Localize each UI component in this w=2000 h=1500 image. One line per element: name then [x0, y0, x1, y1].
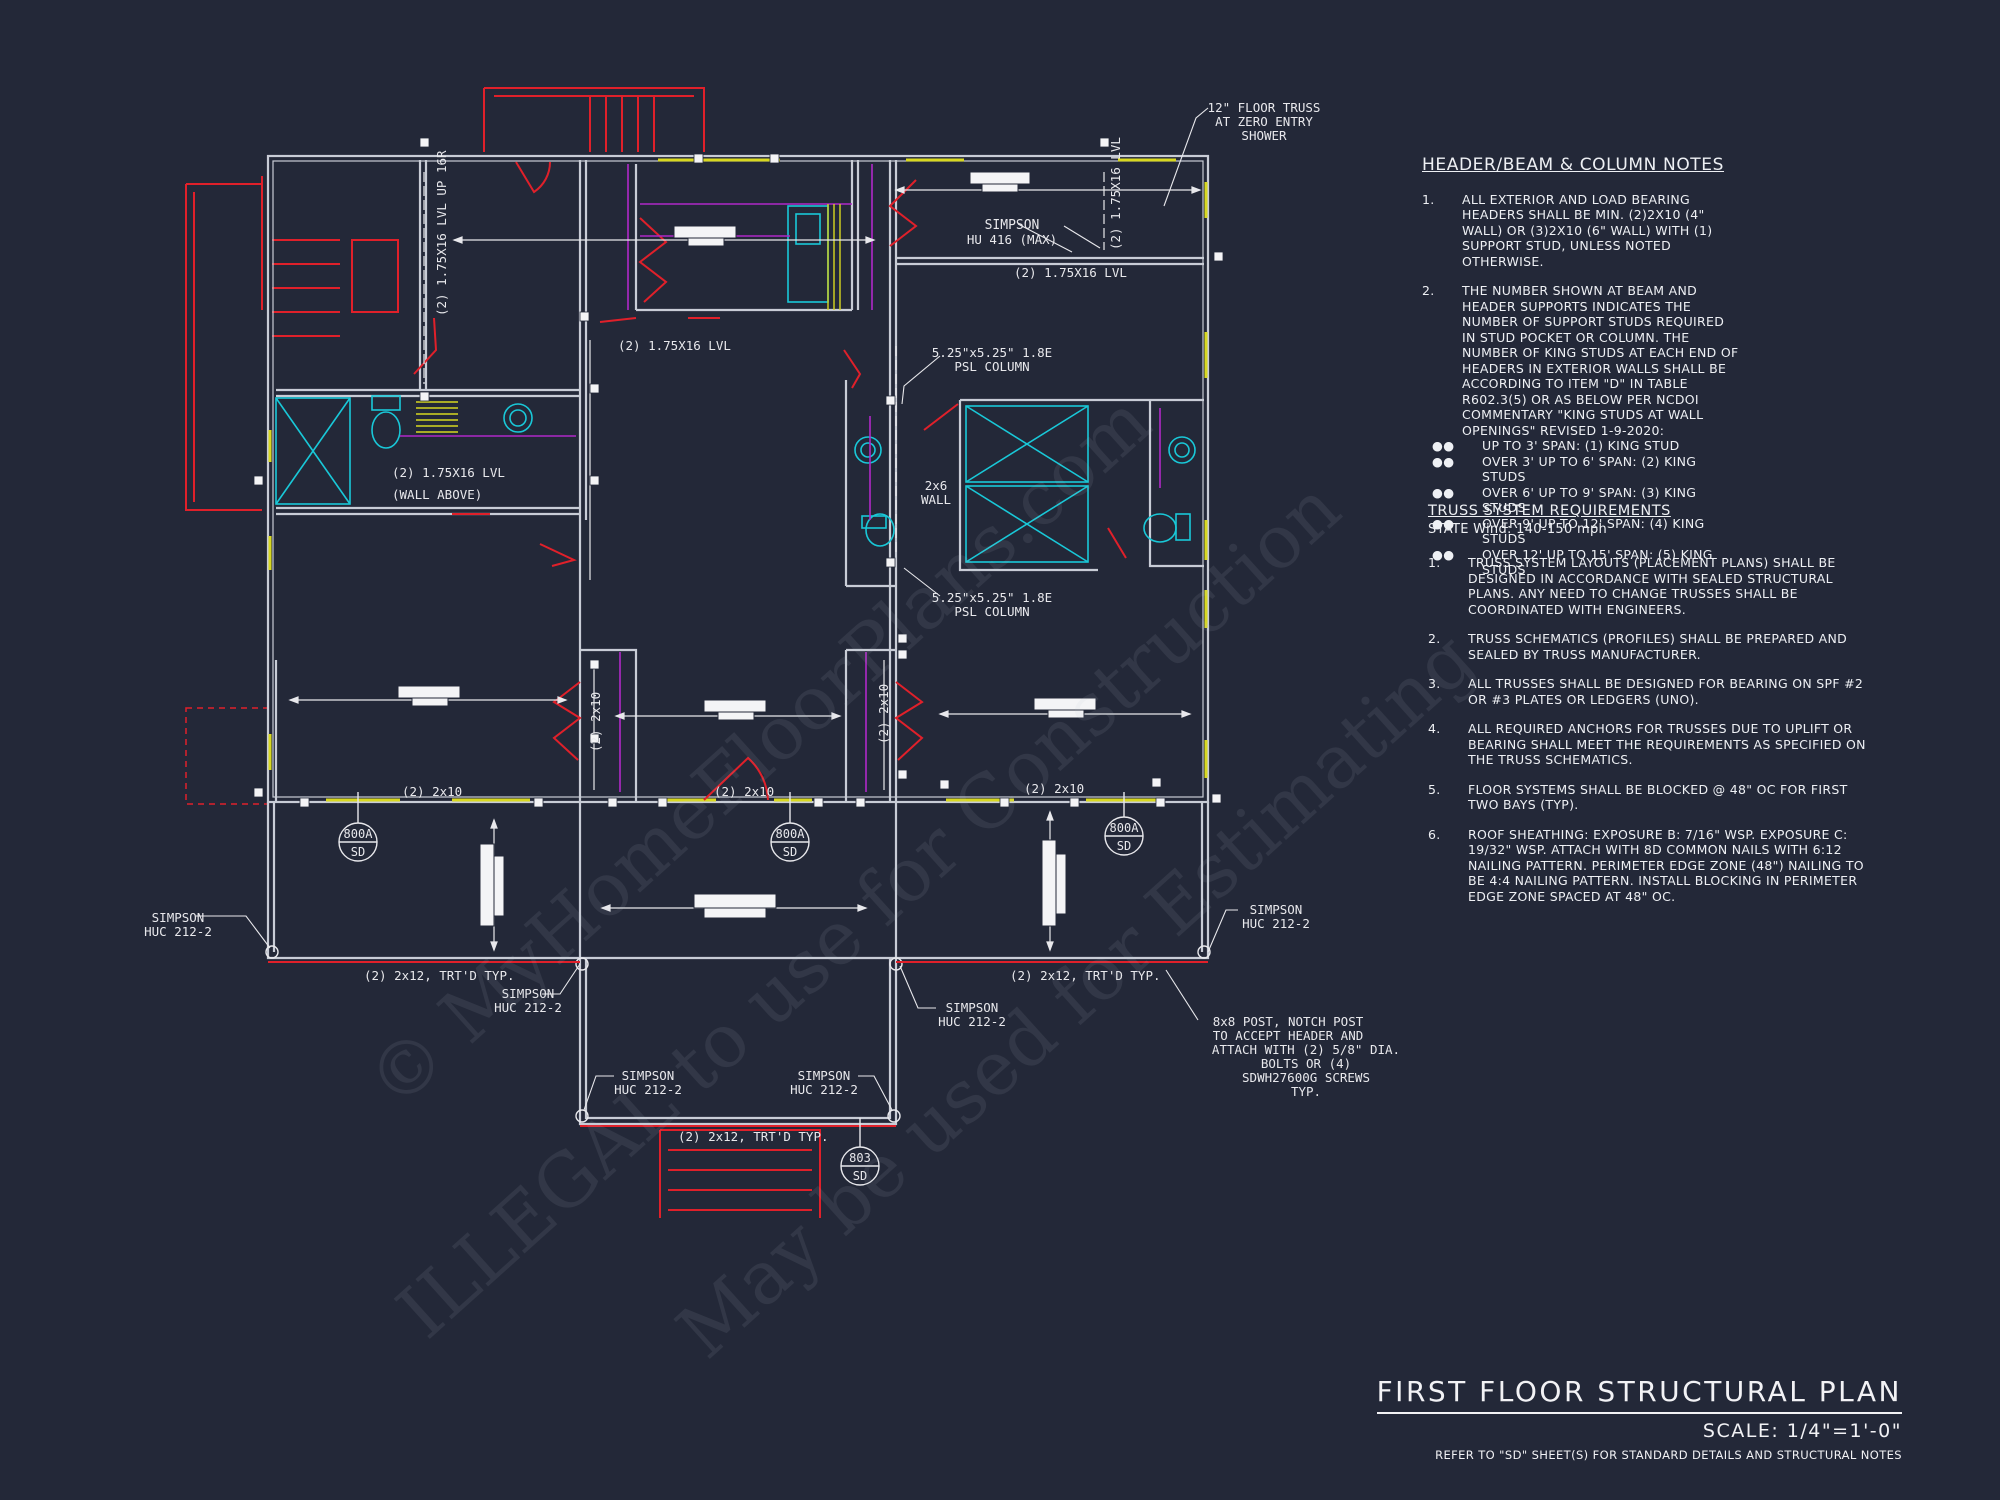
column-markers — [253, 137, 1224, 808]
simpson-huc-2b: HUC 212-2 — [1242, 916, 1310, 931]
truss-note-2: 2.TRUSS SCHEMATICS (PROFILES) SHALL BE P… — [1428, 631, 1848, 662]
header-pads — [397, 171, 1097, 927]
cabinets — [400, 164, 1161, 792]
simpson-huc-5b: HUC 212-2 — [614, 1082, 682, 1097]
sheet-title: FIRST FLOOR STRUCTURAL PLAN — [1376, 1375, 1902, 1414]
truss-notes-wind: STATE Wind: 140-150 mph — [1428, 521, 1608, 537]
floor-truss-callout-1: 12" FLOOR TRUSS — [1208, 100, 1321, 115]
simpson-huc-3b: HUC 212-2 — [494, 1000, 562, 1015]
king-stud-item: ●●OVER 12' UP TO 15' SPAN: (5) KING STUD… — [1432, 546, 1713, 578]
king-stud-item: ●●OVER 9' UP TO 12' SPAN: (4) KING STUDS — [1432, 515, 1705, 547]
psl-column-bottom-2: PSL COLUMN — [954, 604, 1029, 619]
truss-note-1: 1.TRUSS SYSTEM LAYOUTS (PLACEMENT PLANS)… — [1428, 555, 1836, 617]
porch-railing — [268, 961, 1208, 1127]
exterior-stairs-red — [185, 87, 821, 1218]
floor-truss-callout-3: SHOWER — [1241, 128, 1287, 143]
header-note-2-text: THE NUMBER SHOWN AT BEAM AND HEADER SUPP… — [1462, 283, 1739, 438]
sheet-reference-note: REFER TO "SD" SHEET(S) FOR STANDARD DETA… — [1435, 1448, 1902, 1462]
simpson-huc-2a: SIMPSON — [1250, 902, 1303, 917]
simpson-huc-6a: SIMPSON — [798, 1068, 851, 1083]
psl-column-top-2: PSL COLUMN — [954, 359, 1029, 374]
yellow-shelving — [416, 204, 841, 433]
truss-note-3: 3.ALL TRUSSES SHALL BE DESIGNED FOR BEAR… — [1428, 676, 1864, 707]
simpson-hu-callout-2: HU 416 (MAX) — [967, 232, 1057, 247]
section-bubble-2-top: 800A — [776, 827, 806, 841]
post-note-2: TO ACCEPT HEADER AND — [1213, 1028, 1364, 1043]
header-note-2: 2. THE NUMBER SHOWN AT BEAM AND HEADER S… — [1422, 283, 1742, 578]
psl-column-top-1: 5.25"x5.25" 1.8E — [932, 345, 1052, 360]
lvl-callout-top-right: (2) 1.75X16 LVL — [1014, 265, 1127, 280]
lvl-vertical-right-callout: (2) 1.75X16 LVL — [1108, 137, 1123, 250]
sheet-scale: SCALE: 1/4"=1'-0" — [1702, 1420, 1902, 1442]
section-bubble-3: 800A SD — [1104, 792, 1144, 856]
header-2x10-center: (2) 2x10 — [714, 784, 774, 799]
title-block: FIRST FLOOR STRUCTURAL PLAN SCALE: 1/4"=… — [1376, 1375, 1902, 1462]
truss-notes-list: 1.TRUSS SYSTEM LAYOUTS (PLACEMENT PLANS)… — [1428, 555, 1868, 904]
truss-note-5: 5.FLOOR SYSTEMS SHALL BE BLOCKED @ 48" O… — [1428, 781, 1848, 813]
header-notes-list: 1. ALL EXTERIOR AND LOAD BEARING HEADERS… — [1422, 192, 1742, 578]
leader-lines — [196, 107, 1238, 1111]
header-notes-title: HEADER/BEAM & COLUMN NOTES — [1422, 155, 1725, 175]
wall-above-callout: (WALL ABOVE) — [392, 487, 482, 502]
section-bubble-1-bottom: SD — [351, 845, 365, 859]
wall-2x6-callout-1: 2x6 — [925, 478, 948, 493]
trtd-callout-right: (2) 2x12, TRT'D TYP. — [1010, 968, 1161, 983]
post-note-4: BOLTS OR (4) — [1261, 1056, 1351, 1071]
header-2x10-vertical-left: (2) 2x10 — [588, 692, 603, 752]
simpson-huc-1a: SIMPSON — [152, 910, 205, 925]
header-beam-notes: HEADER/BEAM & COLUMN NOTES 1. ALL EXTERI… — [1422, 155, 1742, 592]
king-stud-list: ●●UP TO 3' SPAN: (1) KING STUD ●●OVER 3'… — [1422, 438, 1742, 578]
wall-2x6-callout-2: WALL — [921, 492, 951, 507]
simpson-huc-1b: HUC 212-2 — [144, 924, 212, 939]
porch-posts — [265, 945, 1211, 1123]
section-bubble-2: 800A SD — [770, 792, 810, 862]
windows — [268, 158, 1208, 802]
floor-truss-callout-2: AT ZERO ENTRY — [1215, 114, 1313, 129]
plan-callouts: 12" FLOOR TRUSS AT ZERO ENTRY SHOWER SIM… — [144, 100, 1400, 1144]
post-note-3: ATTACH WITH (2) 5/8" DIA. — [1212, 1042, 1400, 1057]
section-bubble-4: 803 SD — [840, 1118, 880, 1186]
section-bubble-4-top: 803 — [849, 1151, 871, 1165]
simpson-huc-6b: HUC 212-2 — [790, 1082, 858, 1097]
fixtures — [275, 205, 1196, 563]
king-stud-item: ●●OVER 3' UP TO 6' SPAN: (2) KING STUDS — [1432, 453, 1697, 485]
section-bubble-4-bottom: SD — [853, 1169, 867, 1183]
header-note-1: 1. ALL EXTERIOR AND LOAD BEARING HEADERS… — [1422, 192, 1742, 270]
lvl-callout-center: (2) 1.75X16 LVL — [618, 338, 731, 353]
post-note-6: TYP. — [1291, 1084, 1321, 1099]
trtd-callout-left: (2) 2x12, TRT'D TYP. — [364, 968, 515, 983]
truss-notes-title: TRUSS SYSTEM REQUIREMENTS — [1428, 503, 1671, 519]
header-2x10-right: (2) 2x10 — [1024, 781, 1084, 796]
section-bubble-1-top: 800A — [344, 827, 374, 841]
lvl-callout-bath: (2) 1.75X16 LVL — [392, 465, 505, 480]
simpson-hu-callout-1: SIMPSON — [985, 218, 1040, 233]
section-bubble-1: 800A SD — [338, 792, 378, 862]
truss-system-notes: TRUSS SYSTEM REQUIREMENTS STATE Wind: 14… — [1428, 503, 1868, 918]
king-stud-item: ●●UP TO 3' SPAN: (1) KING STUD — [1432, 438, 1680, 453]
beam-lines — [288, 172, 1202, 952]
header-2x10-left: (2) 2x10 — [402, 784, 462, 799]
simpson-huc-4a: SIMPSON — [946, 1000, 999, 1015]
king-stud-item: ●●OVER 6' UP TO 9' SPAN: (3) KING STUDS — [1432, 484, 1697, 516]
section-bubble-3-top: 800A — [1110, 821, 1140, 835]
section-bubble-3-bottom: SD — [1117, 839, 1131, 853]
simpson-huc-5a: SIMPSON — [622, 1068, 675, 1083]
section-bubble-2-bottom: SD — [783, 845, 797, 859]
trtd-callout-front: (2) 2x12, TRT'D TYP. — [678, 1129, 829, 1144]
simpson-huc-3a: SIMPSON — [502, 986, 555, 1001]
header-note-1-num: 1. — [1422, 191, 1435, 207]
header-note-2-num: 2. — [1422, 283, 1435, 298]
simpson-huc-4b: HUC 212-2 — [938, 1014, 1006, 1029]
lvl-vertical-left-callout: (2) 1.75X16 LVL UP 16R — [434, 150, 449, 316]
truss-note-6: 6.ROOF SHEATHING: EXPOSURE B: 7/16" WSP.… — [1428, 826, 1864, 904]
psl-column-bottom-1: 5.25"x5.25" 1.8E — [932, 590, 1052, 605]
header-note-1-text: ALL EXTERIOR AND LOAD BEARING HEADERS SH… — [1462, 191, 1713, 269]
post-note-5: SDWH27600G SCREWS — [1242, 1070, 1370, 1085]
header-2x10-vertical-right: (2) 2x10 — [876, 684, 891, 744]
truss-note-4: 4.ALL REQUIRED ANCHORS FOR TRUSSES DUE T… — [1428, 721, 1866, 767]
post-note-1: 8x8 POST, NOTCH POST — [1213, 1014, 1364, 1029]
walls — [266, 154, 1210, 1126]
